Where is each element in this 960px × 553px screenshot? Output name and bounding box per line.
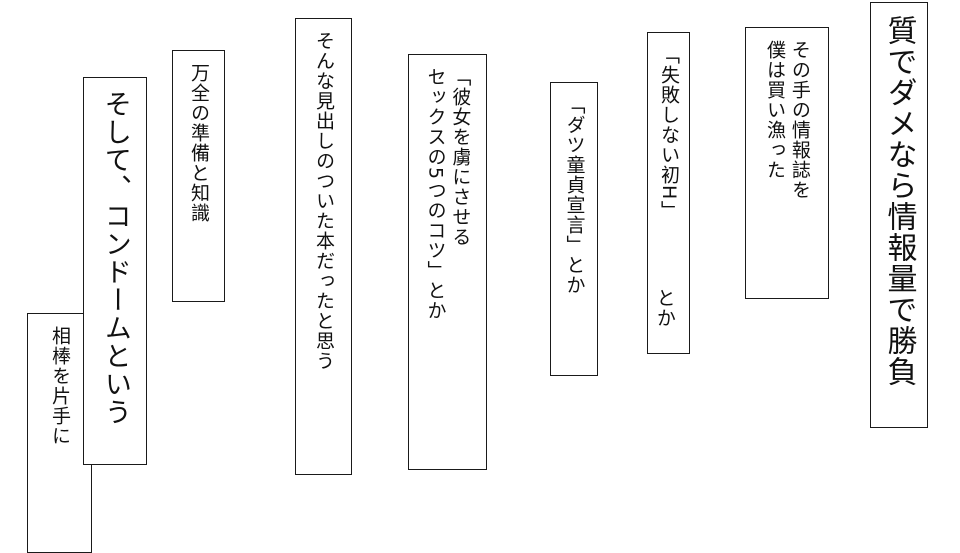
caption-box-condom: そして、コンドームという <box>83 77 147 465</box>
caption-box-preparation: 万全の準備と知識 <box>172 50 225 302</box>
caption-line: 「ダツ童貞宣言」とか <box>563 95 586 295</box>
caption-line: そして、コンドームという <box>99 90 131 426</box>
caption-line: そんな見出しのついた本だったと思う <box>312 31 335 371</box>
caption-box-five-tips: 「彼女を虜にさせる セックスの5つのコツ」とか <box>408 54 487 470</box>
caption-line: その手の情報誌を <box>788 40 811 200</box>
caption-line: 僕は買い漁った <box>764 40 786 180</box>
caption-line: 質でダメなら情報量で勝負 <box>881 15 917 387</box>
caption-line: 万全の準備と知識 <box>187 63 210 223</box>
caption-box-partner: 相棒を片手に <box>27 313 92 553</box>
caption-box-magazines: その手の情報誌を 僕は買い漁った <box>745 27 829 299</box>
caption-box-headline: そんな見出しのついた本だったと思う <box>295 18 352 475</box>
caption-line: とか <box>653 286 676 330</box>
caption-line: 「失敗しない初H」 <box>657 45 680 221</box>
caption-line: セックスの5つのコツ」とか <box>424 67 447 321</box>
caption-line: 相棒を片手に <box>48 326 71 446</box>
caption-line: 「彼女を虜にさせる <box>449 67 472 247</box>
caption-box-information-volume: 質でダメなら情報量で勝負 <box>870 2 928 428</box>
caption-box-declaration: 「ダツ童貞宣言」とか <box>550 82 598 376</box>
